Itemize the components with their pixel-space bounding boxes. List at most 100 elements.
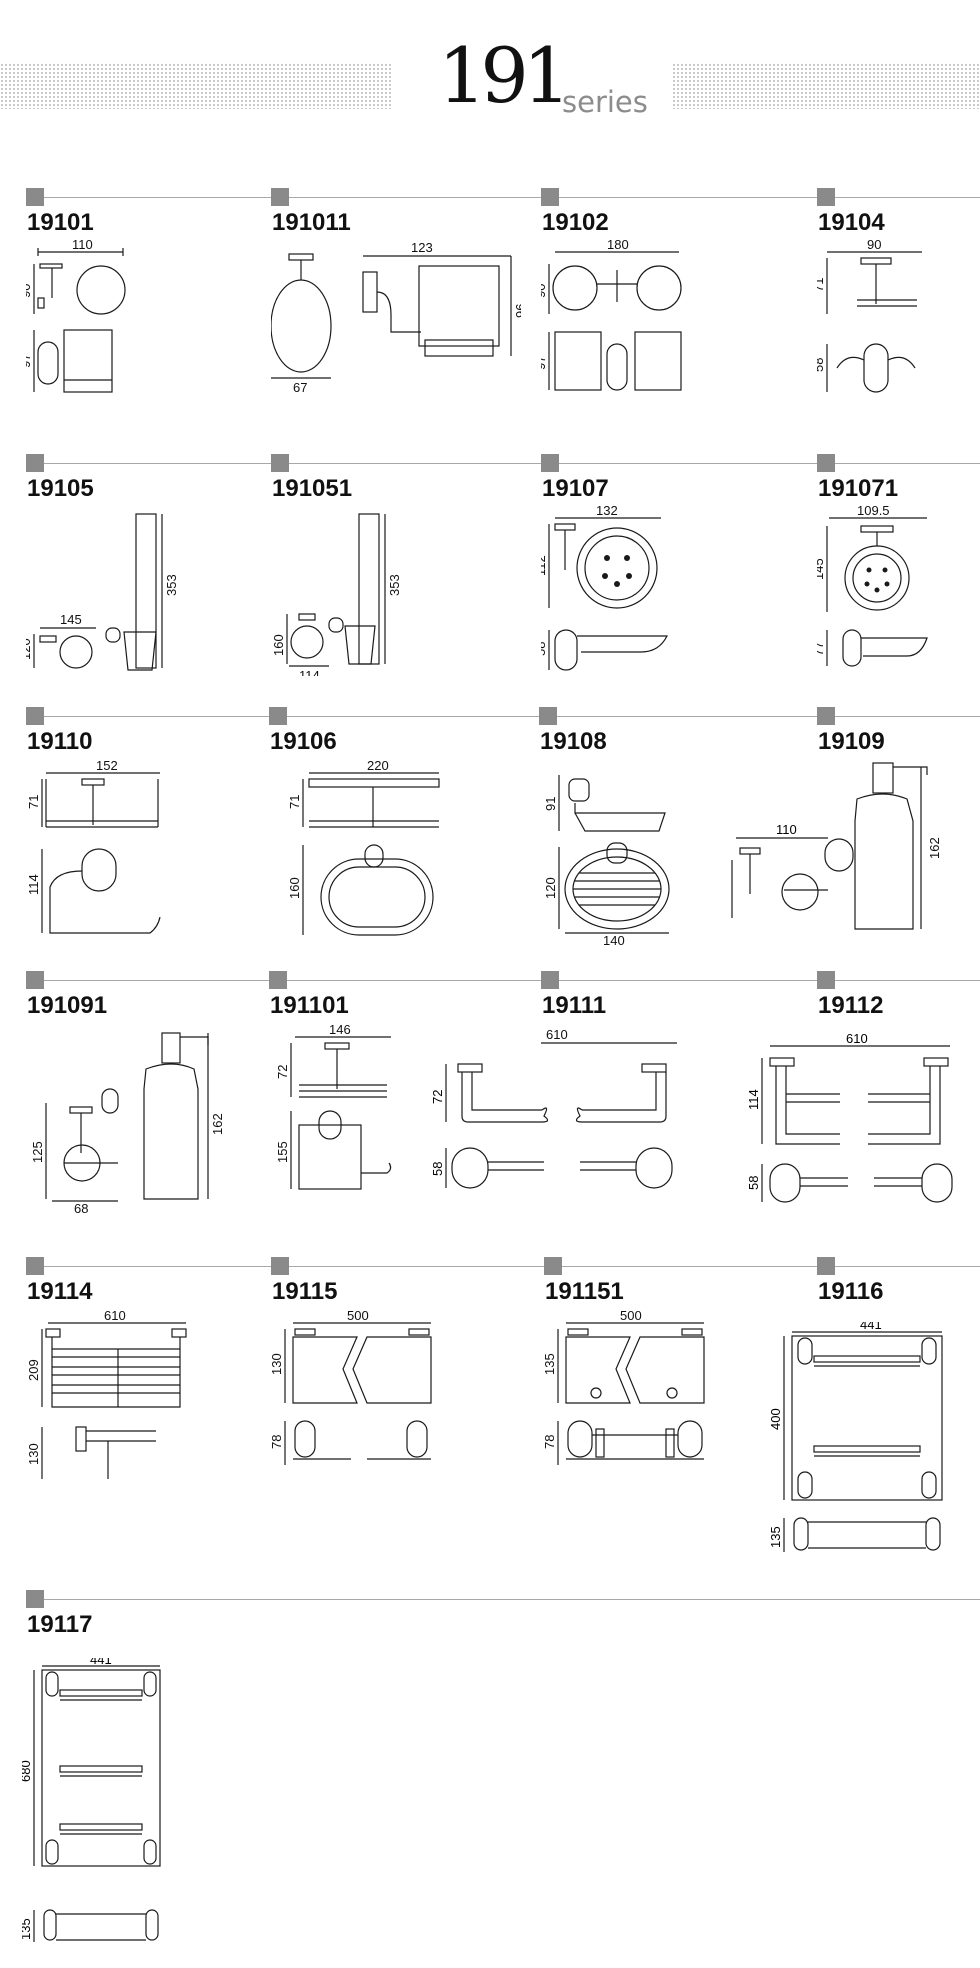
- row-divider: [26, 1599, 980, 1600]
- technical-drawing: 220 71 160: [287, 759, 440, 936]
- product-code: 191151: [545, 1278, 624, 1305]
- dimension-label: 680: [22, 1760, 33, 1782]
- product-marker: [817, 971, 835, 989]
- dimension-label: 162: [927, 837, 942, 859]
- dimension-label: 132: [596, 506, 618, 518]
- technical-drawing: 610 209 130: [26, 1309, 187, 1479]
- dimension-label: 71: [287, 795, 302, 809]
- product-code: 19107: [542, 475, 609, 502]
- product-marker: [817, 707, 835, 725]
- dimension-label: 220: [367, 759, 389, 773]
- technical-drawing: 353 160 114: [271, 513, 402, 676]
- series-label: series: [562, 85, 648, 119]
- dimension-label: 123: [411, 240, 433, 255]
- product-marker: [541, 454, 559, 472]
- dimension-label: 58: [541, 642, 548, 656]
- product-code: 19105: [27, 475, 94, 502]
- technical-drawing: 162 125 68: [30, 1032, 225, 1216]
- dimension-label: 160: [287, 877, 302, 899]
- dimension-label: 135: [544, 1353, 557, 1375]
- dimension-label: 114: [748, 1089, 761, 1110]
- dimension-label: 96: [513, 304, 521, 318]
- product-marker: [541, 188, 559, 206]
- series-number: 191: [438, 31, 571, 120]
- product-marker: [26, 1257, 44, 1275]
- product-code: 19110: [27, 728, 93, 755]
- dimension-label: 353: [164, 574, 179, 596]
- product-code: 19114: [27, 1278, 93, 1305]
- dimension-label: 71: [817, 278, 826, 292]
- dimension-label: 120: [543, 877, 558, 899]
- product-code: 19112: [818, 992, 884, 1019]
- dimension-label: 610: [846, 1034, 868, 1046]
- dimension-label: 209: [26, 1359, 41, 1381]
- technical-drawing: 353 145 120: [26, 513, 179, 671]
- technical-drawing-19111: 72 58: [432, 1063, 673, 1189]
- dot-pattern-left: [0, 63, 392, 109]
- dimension-label: 67: [293, 380, 307, 395]
- dimension-label: 146: [329, 1023, 351, 1037]
- dimension-label: 130: [26, 1443, 41, 1465]
- dimension-label: 78: [271, 1435, 284, 1449]
- dimension-label: 441: [860, 1322, 882, 1332]
- product-code: 191011: [272, 209, 351, 236]
- dimension-label: 140: [603, 933, 625, 948]
- dimension-label: 610: [104, 1309, 126, 1323]
- dimension-label: 58: [817, 358, 826, 372]
- product-marker: [26, 971, 44, 989]
- dimension-label: 78: [544, 1435, 557, 1449]
- product-code: 191091: [27, 992, 108, 1019]
- dimension-label: 353: [387, 574, 402, 596]
- dimension-label: 72: [432, 1090, 445, 1104]
- dimension-label: 500: [620, 1309, 642, 1323]
- dimension-label: 90: [867, 240, 881, 252]
- technical-drawing: 132 112 58: [541, 506, 668, 671]
- product-marker: [541, 971, 559, 989]
- dimension-label: 91: [543, 797, 558, 811]
- product-marker: [271, 454, 289, 472]
- product-marker: [539, 707, 557, 725]
- dimension-label: 441: [90, 1658, 112, 1667]
- dimension-label: 77: [817, 642, 826, 656]
- technical-drawing: 67 123 96: [271, 240, 521, 395]
- dimension-label: 120: [26, 638, 33, 660]
- product-marker: [817, 188, 835, 206]
- technical-drawing: 610: [541, 1027, 677, 1044]
- dimension-label: 152: [96, 759, 118, 773]
- row-divider: [26, 980, 980, 981]
- product-code: 19106: [270, 728, 337, 755]
- dimension-label: 110: [776, 822, 797, 837]
- technical-drawing: 109.5 145 77: [817, 506, 928, 667]
- product-code: 191071: [818, 475, 899, 502]
- dimension-label: 97: [541, 356, 548, 370]
- series-header: 191 series: [0, 0, 980, 150]
- technical-drawing-19112: 610 114 58: [748, 1034, 953, 1203]
- dimension-label: 90: [541, 284, 548, 298]
- dimension-label: 135: [770, 1526, 783, 1548]
- product-code: 191101: [270, 992, 349, 1019]
- dimension-label: 72: [275, 1065, 290, 1079]
- dimension-label: 155: [275, 1141, 290, 1163]
- dimension-label: 114: [26, 874, 41, 895]
- product-marker: [271, 188, 289, 206]
- dimension-label: 130: [271, 1353, 284, 1375]
- dimension-label: 145: [817, 558, 826, 580]
- technical-drawing: 500 135 78: [544, 1309, 705, 1465]
- technical-drawing: 180 90 97: [541, 240, 682, 391]
- product-marker: [26, 707, 44, 725]
- product-marker: [817, 454, 835, 472]
- product-marker: [26, 454, 44, 472]
- product-code: 19101: [27, 209, 94, 236]
- dimension-label: 58: [748, 1176, 761, 1190]
- dimension-label: 135: [22, 1918, 33, 1940]
- technical-drawing-side-view: 110 0: [728, 822, 828, 918]
- dimension-label: 71: [26, 795, 41, 809]
- dimension-label: 180: [607, 240, 629, 252]
- dimension-label: 112: [541, 555, 548, 576]
- product-code: 19116: [818, 1278, 884, 1305]
- dimension-label: 58: [432, 1162, 445, 1176]
- dimension-label: 160: [271, 634, 286, 656]
- technical-drawing: 90 71 58: [817, 240, 922, 393]
- dimension-label: 114: [299, 668, 320, 676]
- product-marker: [269, 971, 287, 989]
